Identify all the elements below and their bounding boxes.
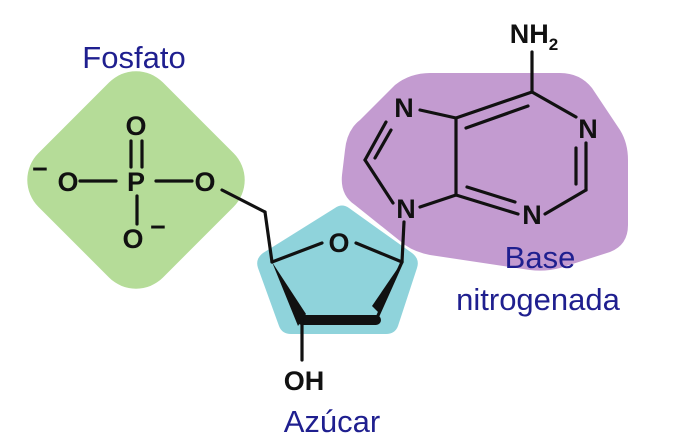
bond-n3-c4 <box>454 193 520 216</box>
atom-nh-subscript: 2 <box>549 35 558 54</box>
atom-n7: N <box>394 93 414 123</box>
bond-c5-c6 <box>454 90 534 120</box>
label-base-line2: nitrogenada <box>456 282 621 317</box>
atom-n3: N <box>522 200 542 230</box>
bond-o-ch2 <box>220 188 267 214</box>
atom-nh2: NH2 <box>510 19 558 54</box>
bond-n7-c5 <box>418 108 458 120</box>
bond-n3-c4-inner <box>465 185 517 204</box>
atom-p: P <box>127 167 145 197</box>
atom-oh: OH <box>284 366 325 396</box>
atom-o-bottom: O <box>122 224 143 254</box>
atom-minus-left: − <box>32 154 48 184</box>
bond-ch2-c4 <box>263 210 274 264</box>
atom-o-left: O <box>57 167 78 197</box>
bond-oring-c1 <box>354 241 404 264</box>
label-phosphate: Fosfato <box>82 40 185 75</box>
bond-c8-n7-inner <box>373 128 393 160</box>
atom-o-top: O <box>125 111 146 141</box>
bond-c5-c6-inner <box>464 104 530 130</box>
bond-c1-n9 <box>400 220 406 264</box>
atom-nh: NH <box>510 19 549 49</box>
atom-o-right: O <box>194 167 215 197</box>
base-region <box>341 73 628 271</box>
label-base-line1: Base <box>505 240 576 275</box>
bond-c2-n3 <box>543 188 588 216</box>
wedge-c4-c3 <box>272 262 306 326</box>
bond-c6-n1 <box>530 90 578 119</box>
label-sugar: Azúcar <box>284 404 380 439</box>
atom-n1: N <box>578 114 598 144</box>
wedge-c1-c2 <box>372 262 402 314</box>
bond-n9-c8 <box>363 158 395 205</box>
bond-c8-n7 <box>363 120 388 162</box>
atom-n9: N <box>396 194 416 224</box>
bond-c4-n9 <box>418 193 458 209</box>
atom-minus-bottom: − <box>150 212 166 242</box>
bond-c4-oring <box>270 241 324 264</box>
atom-o-ring: O <box>328 228 349 258</box>
phosphate-region <box>27 71 245 289</box>
